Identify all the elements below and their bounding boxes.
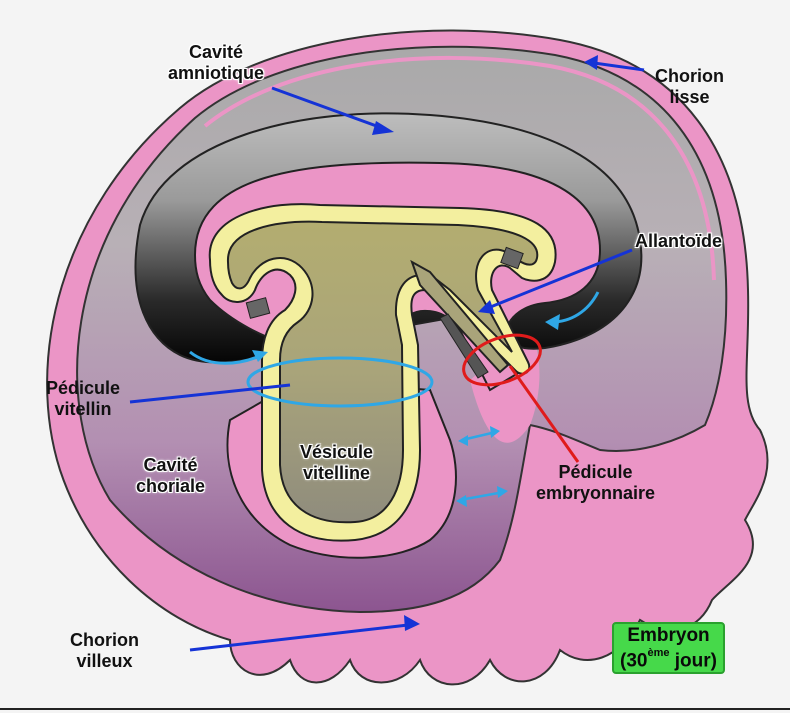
- title-badge: Embryon (30ème jour): [612, 622, 725, 674]
- label-pedicule-embryonnaire: Pédicule embryonnaire: [536, 462, 655, 504]
- title-line-1: Embryon: [620, 625, 717, 646]
- bottom-divider: [0, 708, 790, 710]
- label-chorion-lisse: Chorion lisse: [655, 66, 724, 108]
- label-pedicule-vitellin: Pédicule vitellin: [46, 378, 120, 420]
- label-vesicule-vitelline: Vésicule vitelline: [300, 442, 373, 484]
- label-chorion-villeux: Chorion villeux: [70, 630, 139, 672]
- title-line-2: (30ème jour): [620, 646, 717, 671]
- label-allantoide: Allantoïde: [635, 231, 722, 252]
- label-cavite-amniotique: Cavité amniotique: [168, 42, 264, 84]
- label-cavite-choriale: Cavité choriale: [136, 455, 205, 497]
